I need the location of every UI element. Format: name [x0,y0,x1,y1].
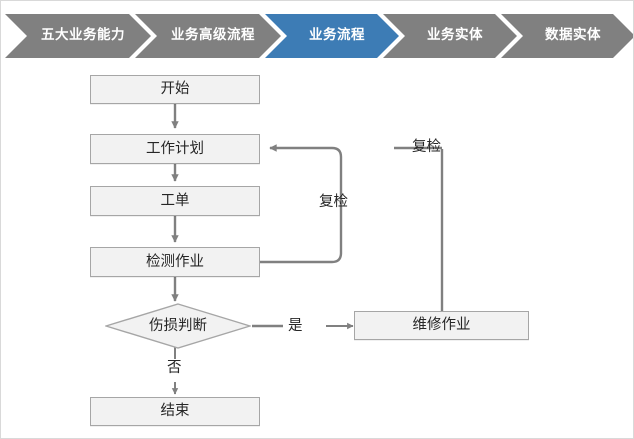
diamond-shape-icon [105,303,251,349]
node-damage-decision[interactable]: 伤损判断 [105,303,251,349]
edge-inspect-plan-recheck [260,144,343,264]
breadcrumb-step-5-label: 数据实体 [545,27,601,44]
chevron-shape-icon [501,14,633,58]
breadcrumb-step-1-label: 五大业务能力 [41,27,125,44]
breadcrumb-step-3[interactable]: 业务流程 [265,14,399,58]
node-work-order[interactable]: 工单 [90,186,260,216]
node-repair-task[interactable]: 维修作业 [354,311,529,340]
chevron-shape-icon [135,14,281,58]
node-repair-task-label: 维修作业 [412,317,471,334]
chevron-shape-icon [5,14,151,58]
node-work-plan[interactable]: 工作计划 [90,134,260,164]
breadcrumb-step-2-label: 业务高级流程 [171,27,255,44]
node-end[interactable]: 结束 [90,397,260,426]
node-end-label: 结束 [160,403,190,420]
edge-label-yes: 是 [288,318,303,334]
chevron-shape-icon [383,14,517,58]
node-inspection-task[interactable]: 检测作业 [90,247,260,277]
breadcrumb-step-3-label: 业务流程 [309,27,365,44]
node-inspection-task-label: 检测作业 [146,253,204,270]
breadcrumb-step-4[interactable]: 业务实体 [383,14,517,58]
node-start[interactable]: 开始 [90,75,260,104]
edge-label-recheck-top: 复检 [412,139,441,155]
breadcrumb-step-4-label: 业务实体 [427,27,483,44]
breadcrumb-step-2[interactable]: 业务高级流程 [135,14,281,58]
edge-label-recheck-middle: 复检 [319,194,348,210]
node-work-order-label: 工单 [160,192,190,209]
breadcrumb-step-5[interactable]: 数据实体 [501,14,633,58]
node-start-label: 开始 [160,81,190,98]
chevron-shape-icon [265,14,399,58]
node-damage-decision-label: 伤损判断 [149,317,207,334]
breadcrumb-step-1[interactable]: 五大业务能力 [5,14,151,58]
breadcrumb: 五大业务能力 业务高级流程 业务流程 业务实体 数据实体 [1,14,633,58]
node-work-plan-label: 工作计划 [146,140,204,157]
edge-label-no: 否 [167,360,182,376]
